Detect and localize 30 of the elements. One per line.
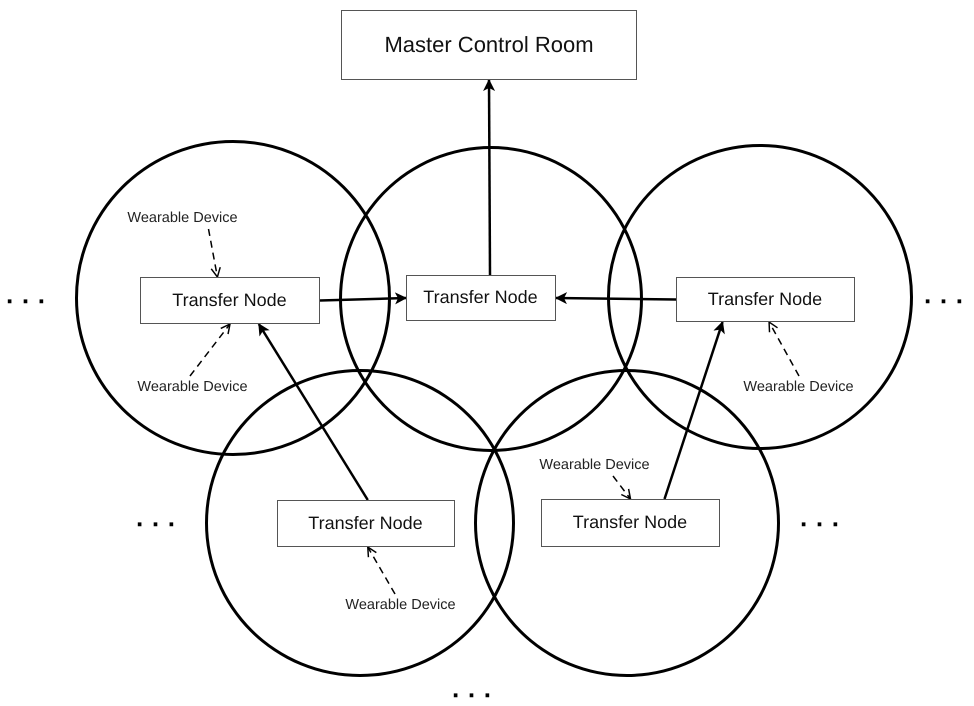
arrow: [555, 292, 676, 304]
range-circle: [75, 140, 391, 456]
arrow: [320, 292, 407, 304]
device-label: Wearable Device: [118, 376, 268, 398]
device-label: Wearable Device: [108, 206, 258, 228]
transfer-node-box: Transfer Node: [276, 500, 454, 546]
device-label: Wearable Device: [520, 454, 670, 476]
transfer-node-box: Transfer Node: [676, 276, 854, 322]
device-label: Wearable Device: [724, 376, 874, 398]
range-circle: [339, 146, 643, 452]
transfer-node-box: Transfer Node: [540, 498, 720, 546]
device-label: Wearable Device: [326, 594, 476, 616]
arrow: [663, 321, 725, 500]
ellipsis-label: · · ·: [924, 288, 964, 314]
control-room-box: Master Control Room: [341, 10, 637, 80]
arrow: [483, 79, 496, 275]
ellipsis-label: · · ·: [136, 511, 176, 537]
ellipsis-label: · · ·: [800, 511, 840, 537]
dashed-arrow: [768, 321, 800, 376]
dashed-arrow: [189, 323, 231, 376]
dashed-arrow: [612, 476, 632, 500]
ellipsis-label: · · ·: [452, 682, 492, 706]
transfer-node-box: Transfer Node: [406, 274, 556, 320]
ellipsis-label: · · ·: [6, 288, 46, 314]
arrow: [258, 323, 369, 501]
transfer-node-box: Transfer Node: [140, 276, 320, 324]
dashed-arrow: [367, 546, 396, 594]
range-circle: [205, 369, 515, 677]
dashed-arrow: [208, 228, 221, 278]
range-circle: [607, 144, 913, 450]
